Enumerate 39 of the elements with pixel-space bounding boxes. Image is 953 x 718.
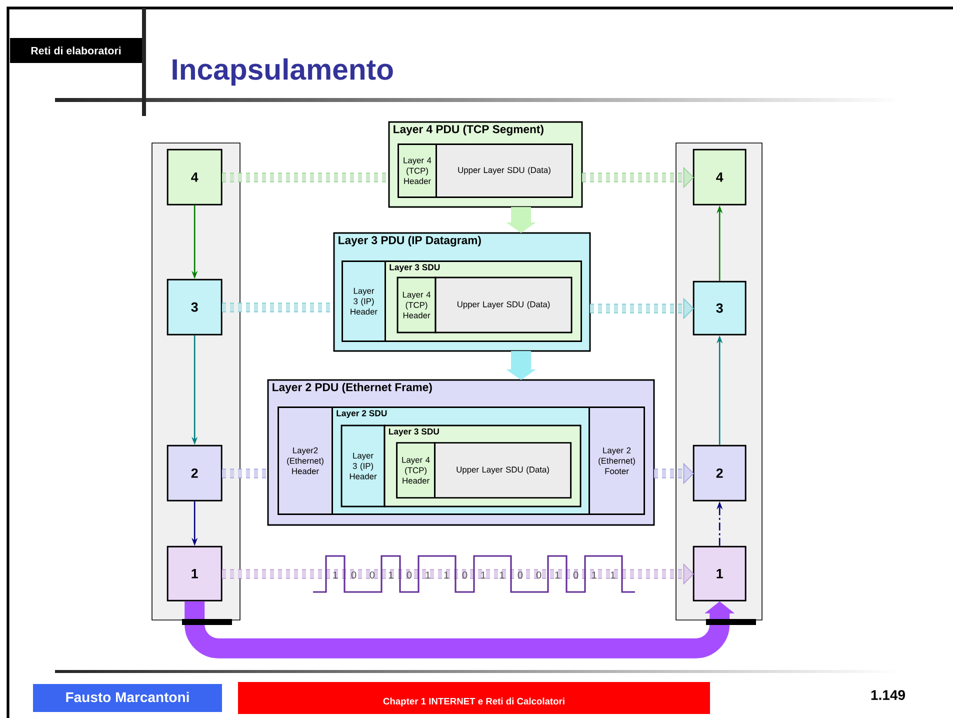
- field-cell: Layer 4 (TCP) Header: [396, 276, 436, 334]
- bit-digit: 0: [518, 571, 523, 579]
- bit-digit: 0: [351, 571, 356, 579]
- field-cell: Layer2 (Ethernet) Header: [278, 406, 333, 515]
- field-cell: Layer 3 (IP) Header: [340, 424, 386, 508]
- layer-box: 4: [166, 148, 222, 206]
- slide-title: Incapsulamento: [172, 58, 393, 86]
- section-tag: Reti di elaboratori: [10, 38, 142, 63]
- bit-digit: 1: [426, 572, 430, 578]
- bit-digit: 1: [610, 572, 616, 578]
- layer-box: 3: [166, 278, 222, 336]
- bit-digit: 1: [481, 572, 486, 578]
- bit-digit: 1: [388, 572, 394, 578]
- author-tag: Fausto Marcantoni: [33, 684, 222, 712]
- layer-box: 1: [166, 546, 222, 602]
- field-cell: Layer 4 (TCP) Header: [398, 144, 437, 198]
- bit-digit: 0: [370, 571, 375, 579]
- bit-digit: 1: [500, 572, 504, 578]
- field-cell: Layer 2 (Ethernet) Footer: [588, 406, 645, 515]
- bit-digit: 1: [555, 572, 560, 578]
- bit-digit: 0: [406, 571, 412, 579]
- bit-digit: 0: [536, 571, 542, 579]
- layer-box: 2: [692, 444, 746, 502]
- layer-box: 3: [692, 280, 746, 336]
- bit-digit: 1: [444, 572, 448, 578]
- bit-digit: 1: [592, 572, 596, 578]
- field-cell: Layer 3 (IP) Header: [342, 260, 386, 342]
- layer-box: 2: [166, 444, 222, 502]
- field-cell: Upper Layer SDU (Data): [434, 442, 572, 499]
- chapter-banner: Chapter 1 INTERNET e Reti di Calcolatori: [238, 682, 710, 714]
- field-cell: Upper Layer SDU (Data): [434, 276, 572, 334]
- bit-digit: 0: [573, 571, 578, 579]
- field-cell: Layer 4 (TCP) Header: [396, 442, 436, 499]
- bit-digit: 0: [462, 571, 468, 579]
- bit-digit: 1: [333, 572, 338, 578]
- layer-box: 1: [692, 546, 746, 602]
- field-cell: Upper Layer SDU (Data): [436, 144, 573, 198]
- layer-box: 4: [692, 148, 746, 206]
- page-number: 1.149: [871, 690, 905, 700]
